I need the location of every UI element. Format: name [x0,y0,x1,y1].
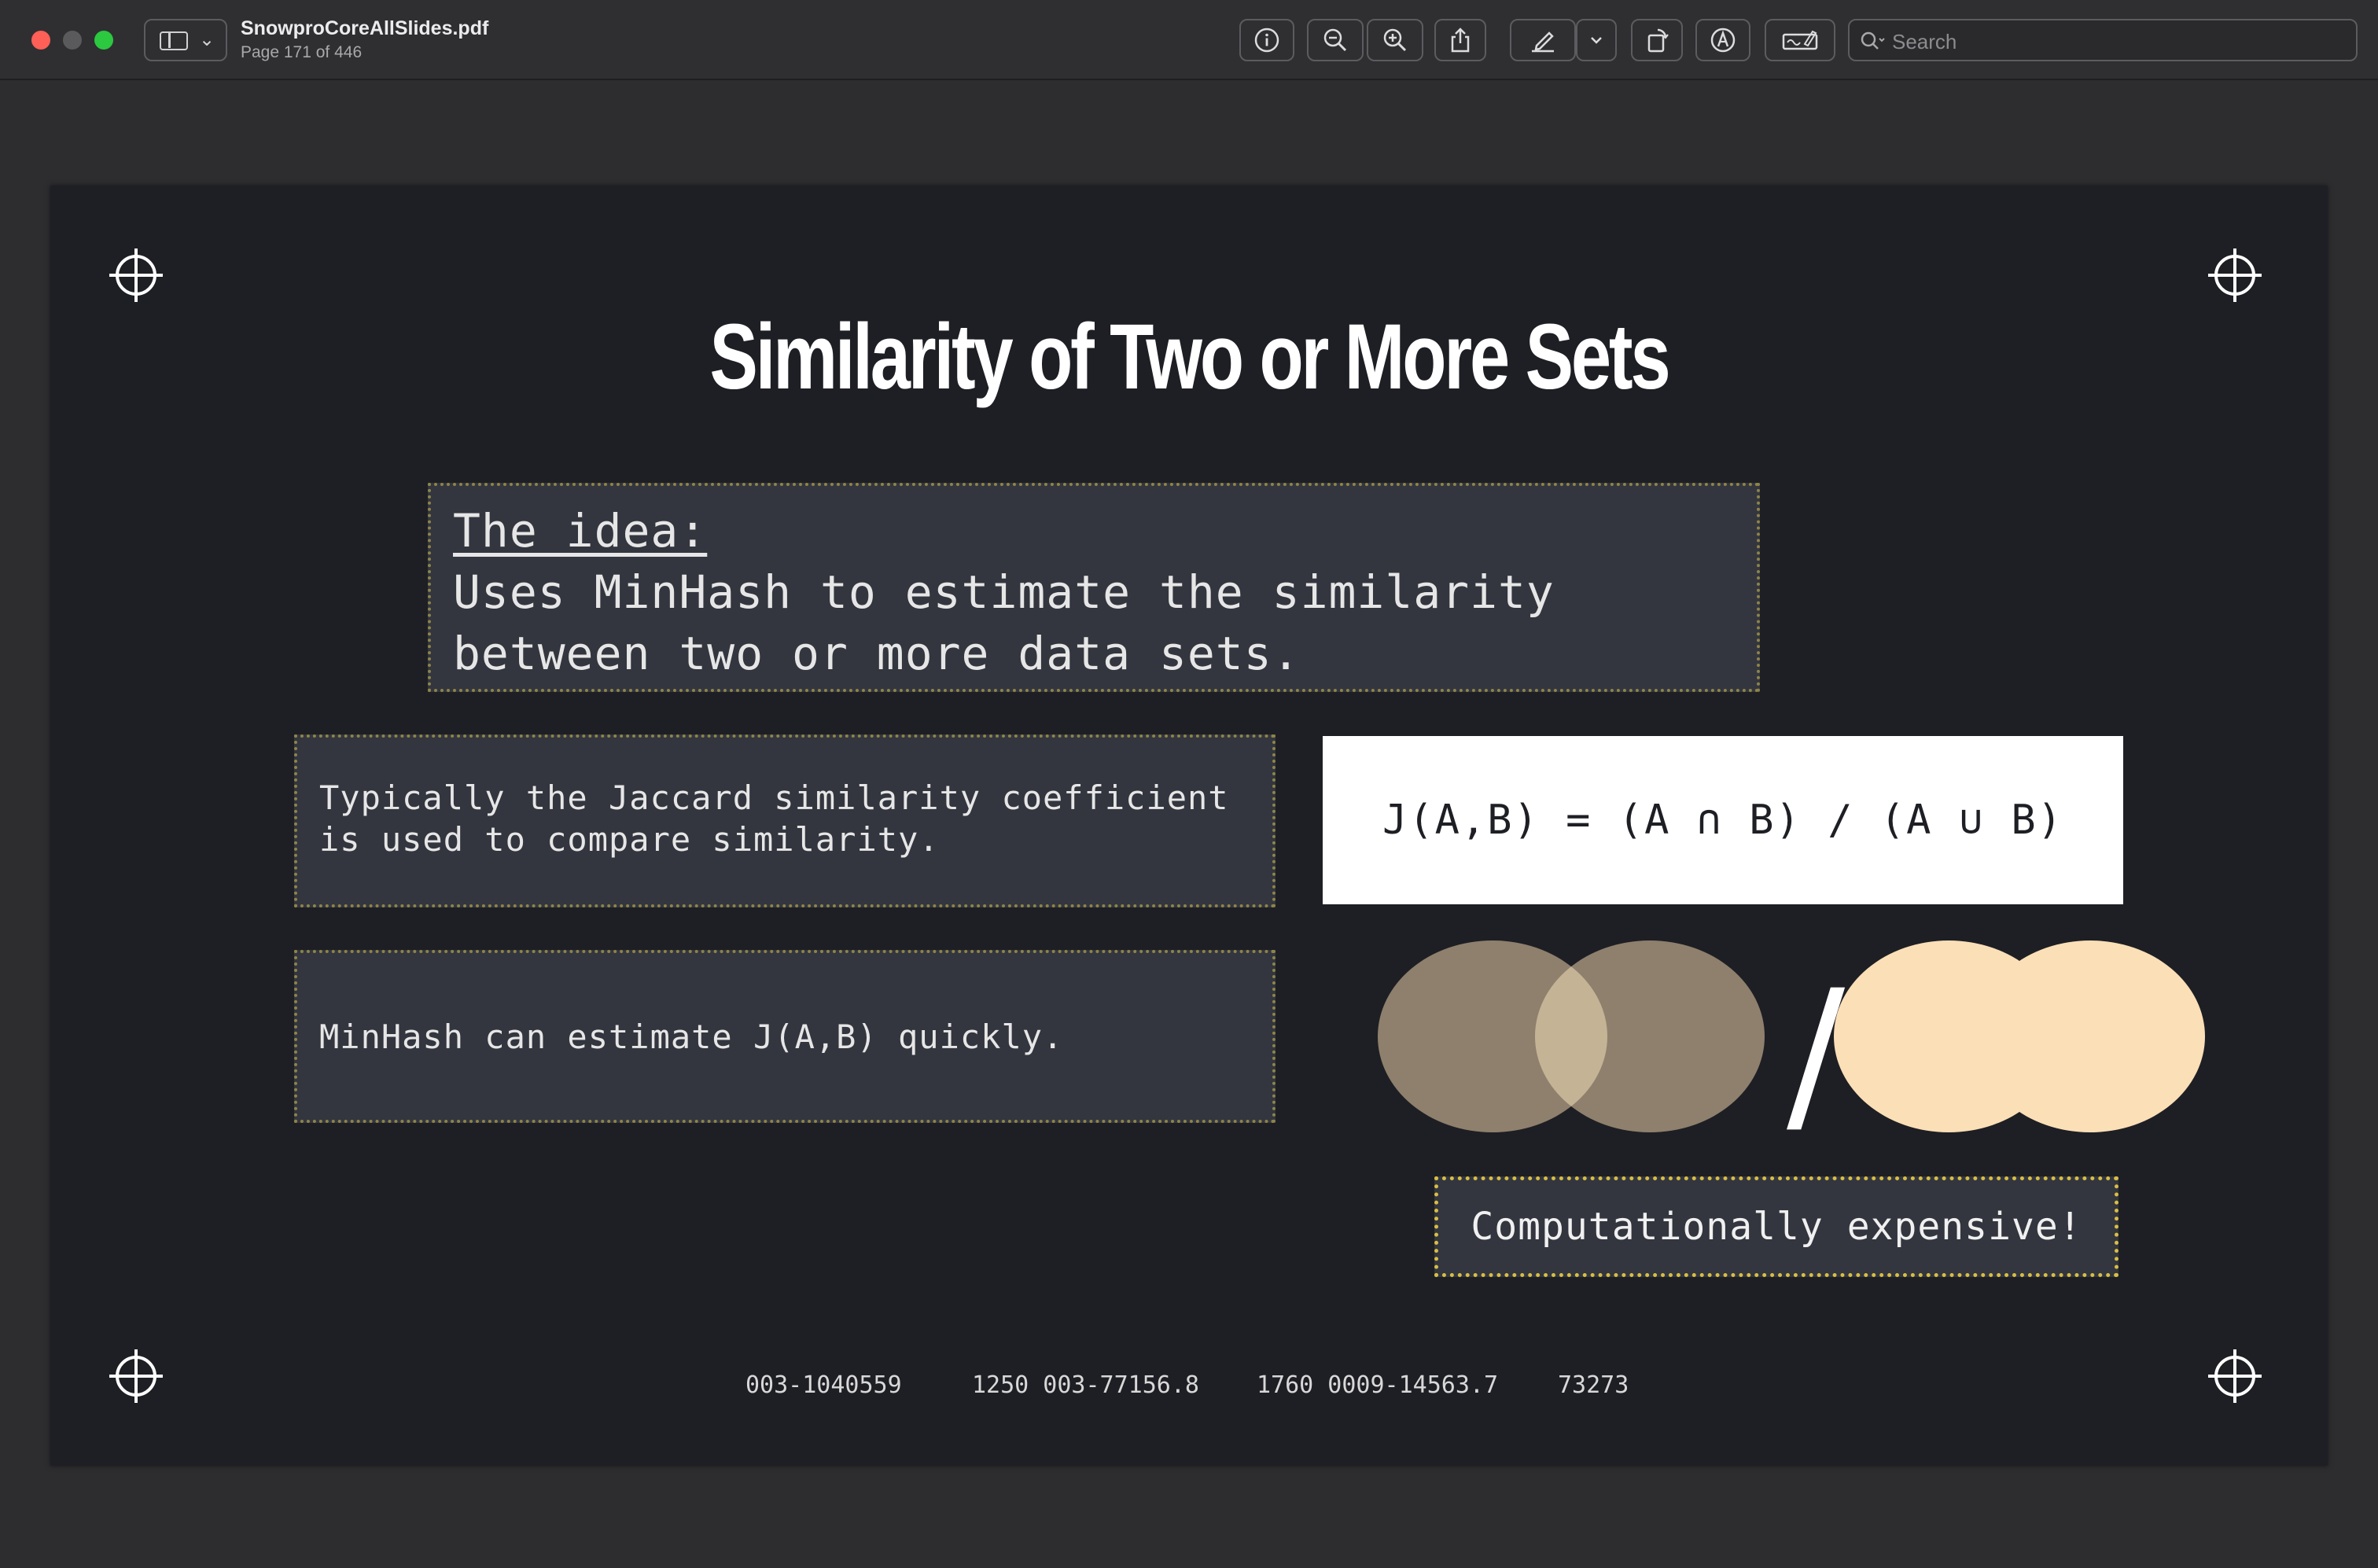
sign-icon [1782,30,1818,50]
minimize-window-button[interactable] [63,31,82,50]
highlight-pen-icon [1532,31,1554,53]
jaccard-box: Typically the Jaccard similarity coeffic… [294,734,1276,907]
document-title: SnowproCoreAllSlides.pdf [241,17,489,39]
jaccard-formula: J(A,B) = (A ∩ B) / (A ∪ B) [1323,736,2123,904]
share-button[interactable] [1434,19,1486,61]
highlight-options-button[interactable] [1576,19,1617,61]
markup-icon [1710,28,1736,53]
minhash-text: MinHash can estimate J(A,B) quickly. [319,1018,1064,1056]
jaccard-line-2: is used to compare similarity. [319,820,940,859]
set-b-circle [1535,940,1765,1132]
zoom-in-button[interactable] [1367,19,1423,61]
zoom-in-icon [1383,28,1407,52]
minhash-box: MinHash can estimate J(A,B) quickly. [294,950,1276,1123]
rotate-button[interactable] [1631,19,1683,61]
idea-box: The idea: Uses MinHash to estimate the s… [428,483,1760,692]
highlight-button[interactable] [1510,19,1576,61]
jaccard-line-1: Typically the Jaccard similarity coeffic… [319,778,1229,817]
footer-code: 1760 0009-14563.7 [1257,1371,1499,1399]
pdf-page: Similarity of Two or More Sets The idea:… [50,186,2328,1466]
venn-diagram: / [1378,940,2205,1145]
search-input[interactable] [1890,27,2350,57]
sidebar-toggle-button[interactable]: ⌄ [144,19,227,61]
close-window-button[interactable] [31,31,50,50]
sidebar-icon [160,31,188,50]
crosshair-icon [109,1349,163,1403]
idea-heading: The idea: [453,504,708,558]
set-a-circle [1378,940,1607,1132]
title-bar: ⌄ SnowproCoreAllSlides.pdf Page 171 of 4… [0,0,2378,80]
sign-button[interactable] [1765,19,1835,61]
idea-line-1: Uses MinHash to estimate the similarity [453,565,1555,619]
search-icon [1861,31,1885,50]
crosshair-icon [109,248,163,302]
rotate-icon [1647,28,1669,53]
info-button[interactable] [1239,19,1294,61]
crosshair-icon [2208,1349,2262,1403]
expensive-note: Computationally expensive! [1434,1176,2118,1277]
footer-code: 73273 [1558,1371,1629,1399]
page-indicator: Page 171 of 446 [241,43,363,61]
zoom-window-button[interactable] [94,31,113,50]
crosshair-icon [2208,248,2262,302]
info-icon [1254,28,1279,53]
share-icon [1451,28,1470,53]
idea-line-2: between two or more data sets. [453,627,1301,680]
footer-code: 003-1040559 [745,1371,902,1399]
chevron-down-icon: ⌄ [199,29,215,50]
slide-title: Similarity of Two or More Sets [709,305,1670,409]
zoom-out-icon [1323,28,1347,52]
union-circle-b [1975,940,2205,1132]
footer-code: 1250 003-77156.8 [972,1371,1199,1399]
zoom-out-button[interactable] [1307,19,1364,61]
chevron-down-icon [1591,37,1602,44]
markup-button[interactable] [1695,19,1750,61]
search-field[interactable] [1848,19,2358,61]
